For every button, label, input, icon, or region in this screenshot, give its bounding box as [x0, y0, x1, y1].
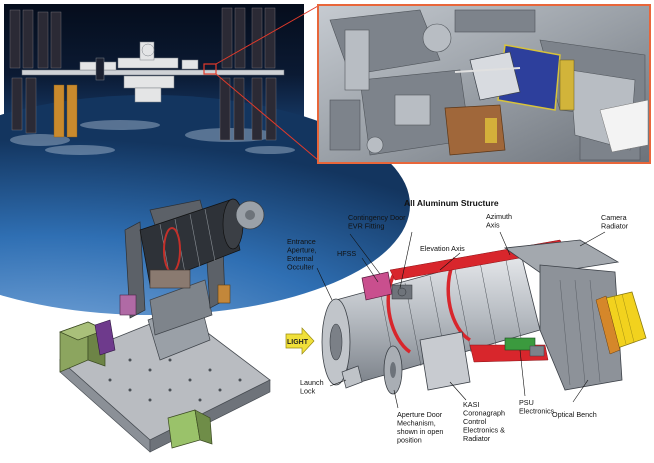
svg-text:LIGHT: LIGHT	[287, 339, 309, 346]
label-launch: Launch Lock	[300, 378, 326, 396]
iss-modules	[79, 41, 199, 103]
kasi-electronics-box	[419, 331, 471, 391]
label-kasi: KASI Coronagraph Control Electronics & R…	[463, 400, 507, 443]
contingency-fitting	[391, 284, 413, 300]
iss-solar-arrays-orange	[53, 84, 78, 138]
earth-limb	[0, 95, 410, 315]
annotated-diagram: All Aluminum Structure LIGHT	[285, 198, 647, 445]
kasi-location-marker	[203, 63, 217, 75]
launch-lock	[341, 365, 363, 389]
aperture-door	[383, 345, 403, 395]
label-entrance: Entrance Aperture, External Occulter	[287, 237, 319, 272]
white-rail	[599, 99, 649, 153]
zoom-connector	[215, 5, 319, 161]
orange-box-left	[217, 284, 231, 304]
leader-lines	[316, 231, 606, 409]
label-camera: Camera Radiator	[601, 213, 629, 231]
label-azimuth: Azimuth Axis	[486, 212, 514, 230]
label-contingency: Contingency Door EVR Fitting	[348, 213, 408, 231]
purple-box	[94, 319, 116, 356]
magenta-box-left	[119, 294, 137, 316]
iss-solar-arrays-left	[9, 9, 62, 134]
light-arrow: LIGHT	[285, 327, 315, 355]
label-aperture-door: Aperture Door Mechanism, shown in open p…	[397, 410, 445, 445]
label-elevation: Elevation Axis	[420, 244, 465, 253]
green-box-front	[167, 409, 213, 449]
iss-photo-panel	[0, 4, 410, 315]
iss-detail-panel	[317, 4, 651, 164]
label-psu: PSU Electronics	[519, 398, 555, 416]
base-bolt-holes	[108, 358, 242, 402]
kasi-cad-assembly	[59, 198, 271, 453]
label-bench: Optical Bench	[552, 410, 597, 419]
diagram-title: All Aluminum Structure	[404, 198, 499, 208]
iss-truss	[21, 69, 285, 76]
psu-electronics	[504, 337, 545, 357]
optical-bench	[539, 264, 647, 391]
brown-box	[444, 104, 506, 156]
camera-radiator	[503, 239, 620, 275]
brown-box-left	[149, 269, 191, 289]
label-hfss: HFSS	[337, 249, 356, 258]
kasi-detail-instrument	[454, 44, 575, 111]
